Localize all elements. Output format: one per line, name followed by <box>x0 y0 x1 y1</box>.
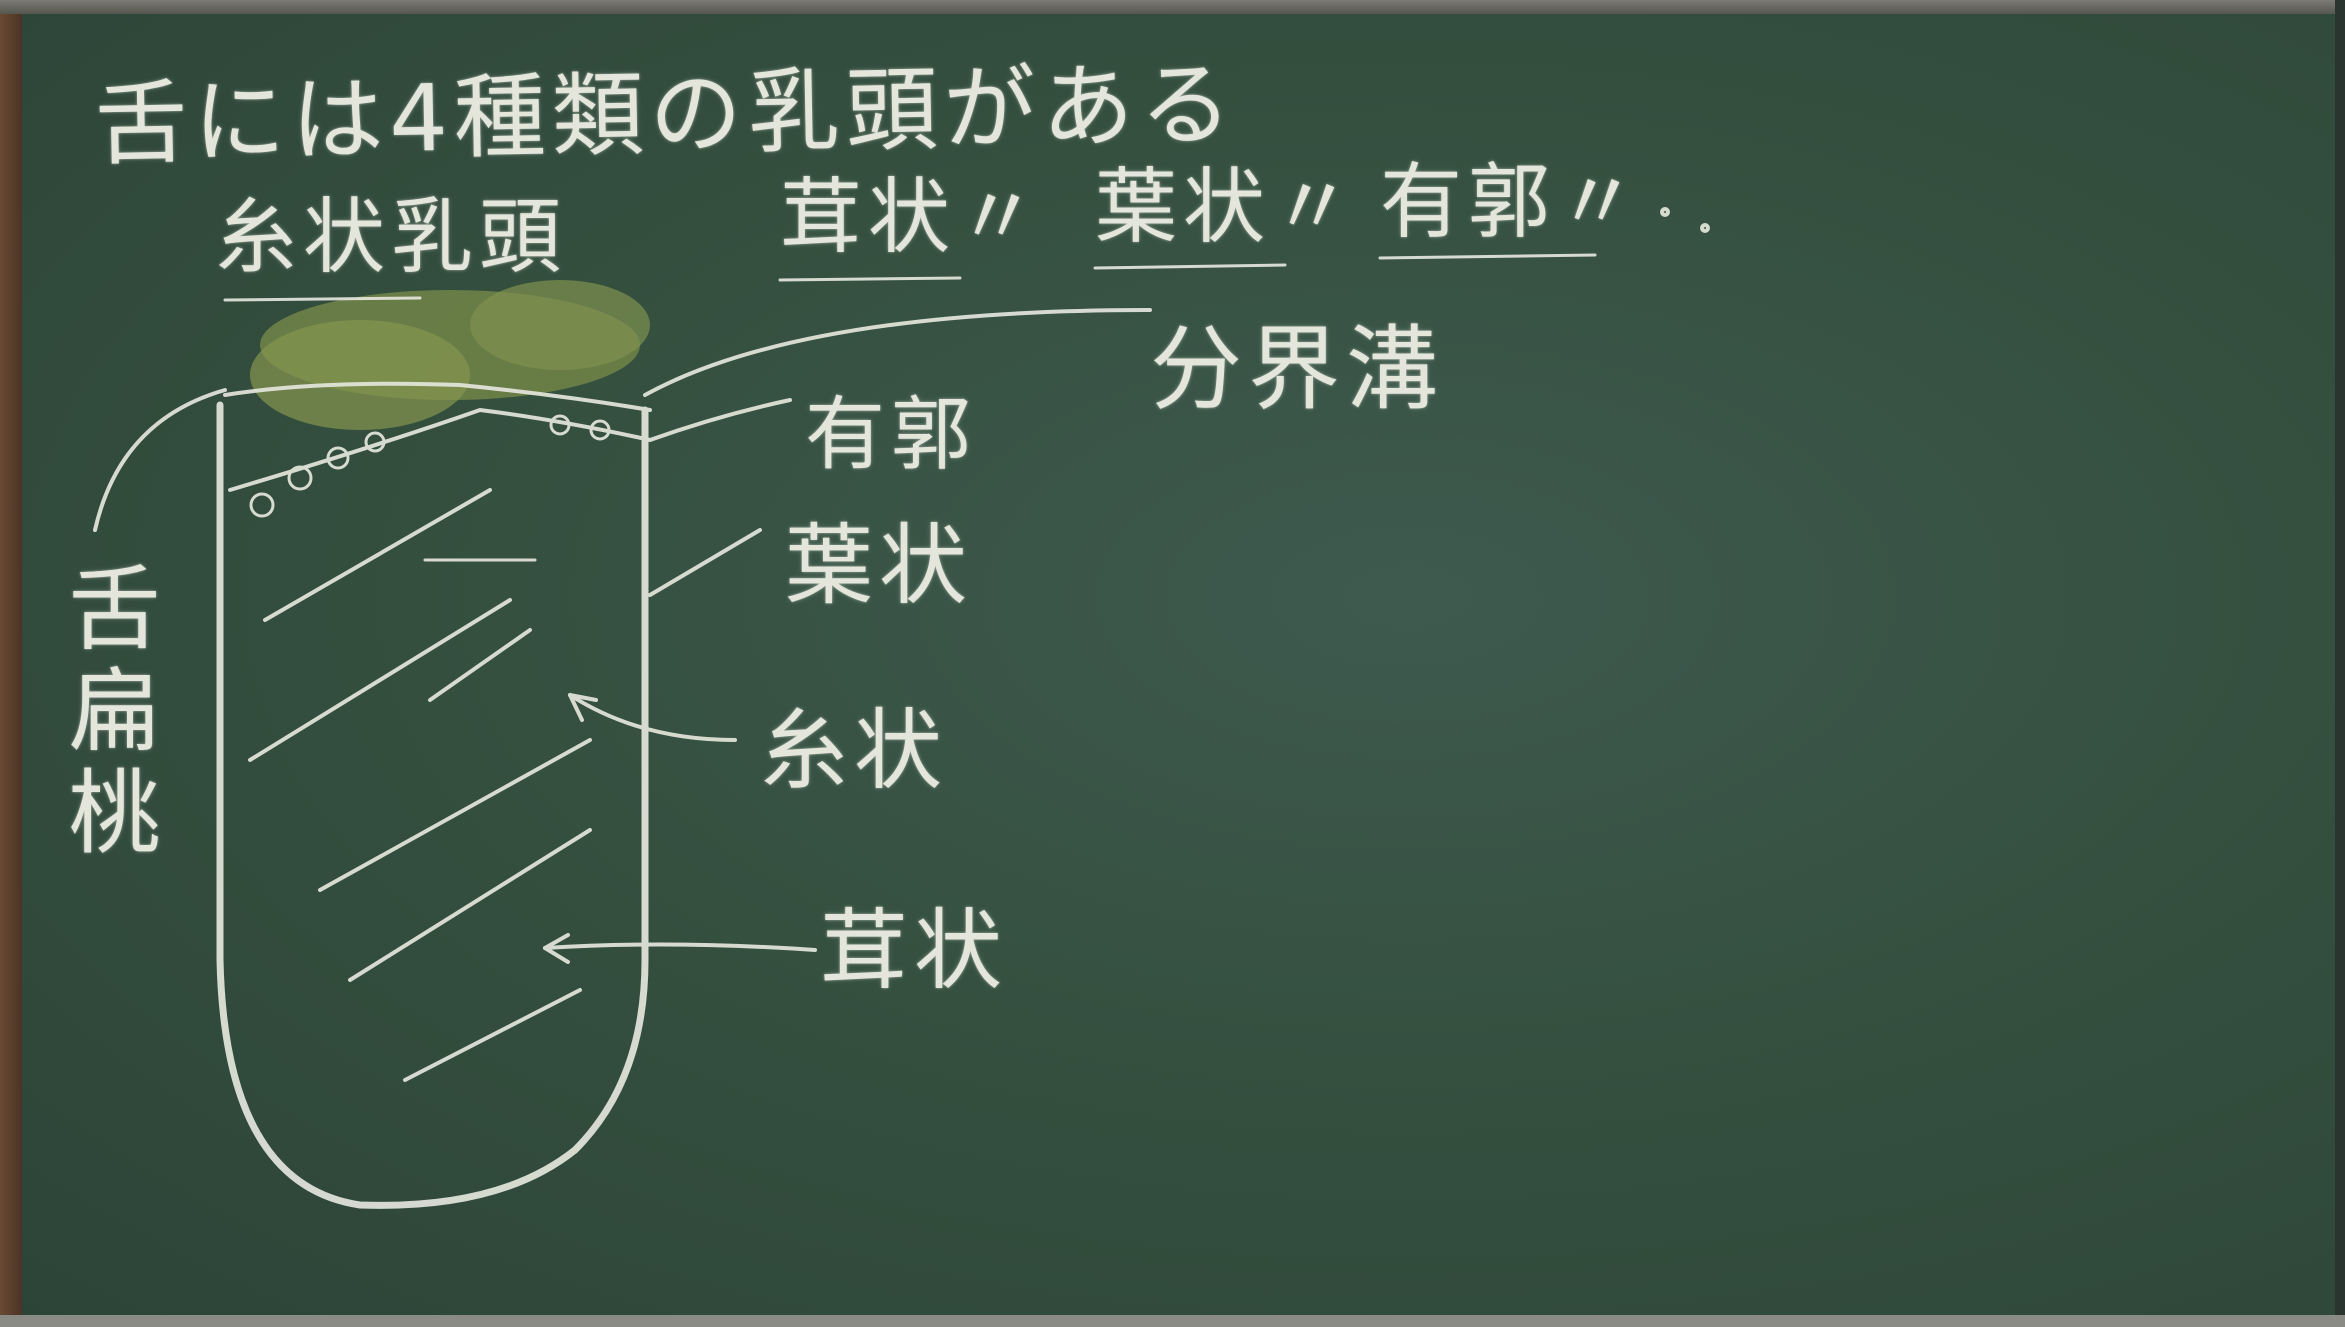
label-fungiform: 茸状 <box>820 899 1009 1002</box>
board-frame-left <box>0 0 22 1327</box>
board-title-text: 舌には4種類の乳頭がある <box>94 51 1239 178</box>
papilla-type-filiform: 糸状乳頭 <box>215 190 568 285</box>
leader-circumvallate <box>648 398 792 442</box>
leader-groove <box>643 308 1152 397</box>
papilla-type-foliate: 葉状〃 <box>1095 160 1360 255</box>
tonsil-smudge <box>250 280 650 430</box>
terminal-groove <box>228 408 652 492</box>
leader-foliate <box>648 528 762 597</box>
label-circumvallate: 有郭 <box>805 388 977 481</box>
leader-tonsil <box>93 388 227 532</box>
label-foliate: 葉状 <box>785 514 974 617</box>
papilla-type-fungiform: 茸状〃 <box>780 170 1045 265</box>
label-terminal-groove: 分界溝 <box>1150 316 1445 423</box>
board-frame-right <box>2335 0 2345 1327</box>
label-filiform: 糸状 <box>760 699 949 802</box>
tongue-top-edge <box>223 381 652 412</box>
papilla-type-circumvallate: 有郭〃 <box>1380 155 1645 250</box>
leader-fungiform <box>543 942 817 952</box>
board-frame-top <box>0 0 2345 14</box>
leader-filiform <box>568 693 737 742</box>
board-frame-bottom <box>0 1315 2345 1327</box>
label-lingual-tonsil: 舌扁桃 <box>53 560 160 866</box>
tongue-outline <box>216 401 649 1209</box>
